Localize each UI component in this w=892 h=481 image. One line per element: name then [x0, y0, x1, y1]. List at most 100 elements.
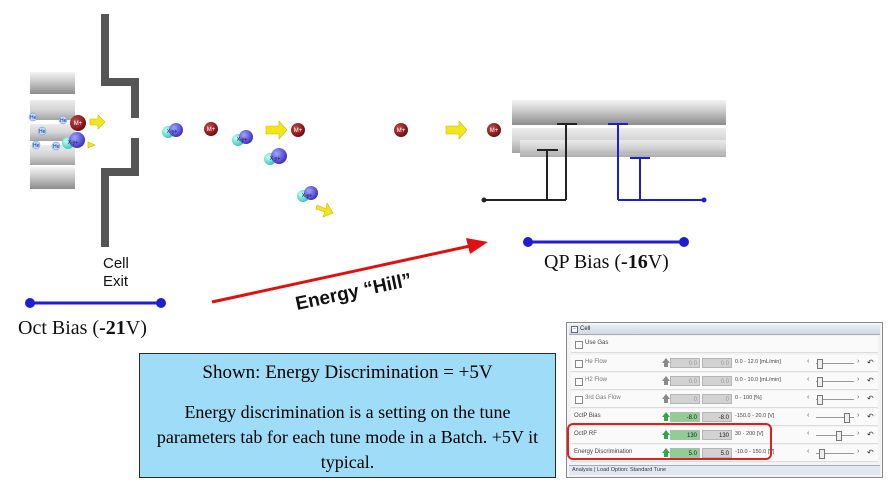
param-value-input[interactable]: 130 — [670, 430, 700, 440]
use-gas-row: Use Gas — [571, 336, 878, 353]
ion-2 — [204, 122, 218, 136]
param-value-input[interactable]: 0.0 — [670, 358, 700, 368]
ion-5 — [487, 123, 501, 137]
svg-text:M+: M+ — [397, 128, 406, 134]
slider-right-icon[interactable]: › — [857, 448, 860, 455]
status-bar: Analysis | Load Option: Standard Tune — [569, 465, 880, 475]
ion-labels: M+ M+ M+ M+ M+ — [74, 121, 499, 134]
cell-section-title: Cell — [580, 326, 591, 332]
svg-text:He: He — [53, 144, 60, 150]
param-value-input[interactable]: -8.0 — [670, 412, 700, 422]
cell-section-header[interactable]: − Cell — [569, 325, 880, 335]
ion-flow-arrows — [87, 114, 468, 218]
slider-left-icon[interactable]: ‹ — [807, 376, 810, 383]
slider-left-icon[interactable]: ‹ — [807, 394, 810, 401]
param-label: He Flow — [585, 359, 608, 365]
slider-knob[interactable] — [819, 449, 826, 459]
use-gas-checkbox[interactable] — [575, 341, 583, 349]
param-label: OctP Bias — [574, 413, 601, 419]
param-value-input[interactable]: 0 — [670, 394, 700, 404]
cell-exit-lens — [101, 14, 139, 247]
slider-left-icon[interactable]: ‹ — [807, 358, 810, 365]
slider-right-icon[interactable]: › — [857, 394, 860, 401]
cell-exit-label-2: Exit — [103, 273, 129, 290]
oct-bias-label: Oct Bias (-21V) — [18, 317, 147, 339]
param-enable-checkbox[interactable] — [575, 378, 583, 386]
slider-knob[interactable] — [816, 359, 823, 369]
slider-track — [816, 363, 854, 364]
param-slider[interactable]: ‹› — [807, 394, 863, 405]
param-slider[interactable]: ‹› — [807, 358, 863, 369]
interferent-1 — [162, 123, 183, 138]
param-actual-value: 0.0 — [702, 358, 732, 368]
param-label: 3rd Gas Flow — [585, 395, 621, 401]
reset-icon[interactable]: ↶ — [867, 448, 874, 457]
param-row: OctP Bias-8.0-8.0-150.0 - 20.0 [V]‹›↶ — [571, 409, 878, 426]
collapse-icon[interactable]: − — [571, 326, 578, 333]
interferent-2 — [232, 130, 253, 146]
slider-right-icon[interactable]: › — [857, 358, 860, 365]
param-enable-checkbox[interactable] — [575, 396, 583, 404]
reset-icon[interactable]: ↶ — [867, 430, 874, 439]
svg-text:M+: M+ — [490, 128, 499, 134]
reset-icon[interactable]: ↶ — [867, 358, 874, 367]
interferent-4 — [297, 186, 318, 202]
slider-left-icon[interactable]: ‹ — [807, 412, 810, 419]
slider-left-icon[interactable]: ‹ — [807, 448, 810, 455]
svg-text:X-y+: X-y+ — [68, 140, 79, 146]
qp-bias-bar — [523, 237, 689, 247]
param-slider[interactable]: ‹› — [807, 430, 863, 441]
param-slider[interactable]: ‹› — [807, 448, 863, 459]
param-label: H2 Flow — [585, 377, 608, 383]
param-enable-checkbox[interactable] — [575, 360, 583, 368]
reset-icon[interactable]: ↶ — [867, 394, 874, 403]
ion-4 — [394, 123, 408, 137]
svg-text:X-y+: X-y+ — [167, 129, 178, 135]
reset-icon[interactable]: ↶ — [867, 412, 874, 421]
slider-track — [816, 453, 854, 454]
slider-track — [816, 417, 854, 418]
slider-right-icon[interactable]: › — [857, 376, 860, 383]
slider-track — [816, 435, 854, 436]
param-actual-value: 0 — [702, 394, 732, 404]
param-actual-value: 130 — [702, 430, 732, 440]
param-actual-value: 5.0 — [702, 448, 732, 458]
use-gas-label: Use Gas — [585, 340, 609, 346]
param-slider[interactable]: ‹› — [807, 412, 863, 423]
svg-text:X-y+: X-y+ — [270, 156, 281, 162]
slider-knob[interactable] — [836, 431, 843, 441]
interferent-5 — [62, 132, 85, 149]
qp-wiring — [481, 123, 707, 203]
octopole-rods — [30, 72, 75, 189]
slider-knob[interactable] — [816, 395, 823, 405]
cell-exit-label-1: Cell — [103, 255, 129, 272]
energy-discrimination-highlight — [567, 423, 772, 460]
svg-text:M+: M+ — [207, 127, 216, 133]
slider-knob[interactable] — [816, 377, 823, 387]
reset-icon[interactable]: ↶ — [867, 376, 874, 385]
slider-right-icon[interactable]: › — [857, 412, 860, 419]
param-range: -10.0 - 150.0 [V] — [735, 449, 775, 455]
slider-knob[interactable] — [844, 413, 851, 423]
interferent-labels: X-y+ X-y+ X-y+ X-y+ X-y+ — [68, 129, 313, 199]
param-range: -150.0 - 20.0 [V] — [735, 413, 775, 419]
info-description: Energy discrimination is a setting on th… — [156, 402, 539, 472]
param-slider[interactable]: ‹› — [807, 376, 863, 387]
param-value-input[interactable]: 5.0 — [670, 448, 700, 458]
param-range: 0.0 - 12.0 [mL/min] — [735, 359, 781, 365]
svg-text:M+: M+ — [74, 121, 83, 127]
param-actual-value: 0.0 — [702, 376, 732, 386]
energy-hill-label: Energy “Hill” — [294, 270, 414, 315]
slider-left-icon[interactable]: ‹ — [807, 430, 810, 437]
slider-track — [816, 399, 854, 400]
slider-right-icon[interactable]: › — [857, 430, 860, 437]
svg-text:X-y+: X-y+ — [302, 193, 313, 199]
slider-track — [816, 381, 854, 382]
energy-hill-arrow — [211, 238, 488, 304]
param-value-input[interactable]: 0.0 — [670, 376, 700, 386]
oct-bias-bar — [25, 298, 166, 308]
